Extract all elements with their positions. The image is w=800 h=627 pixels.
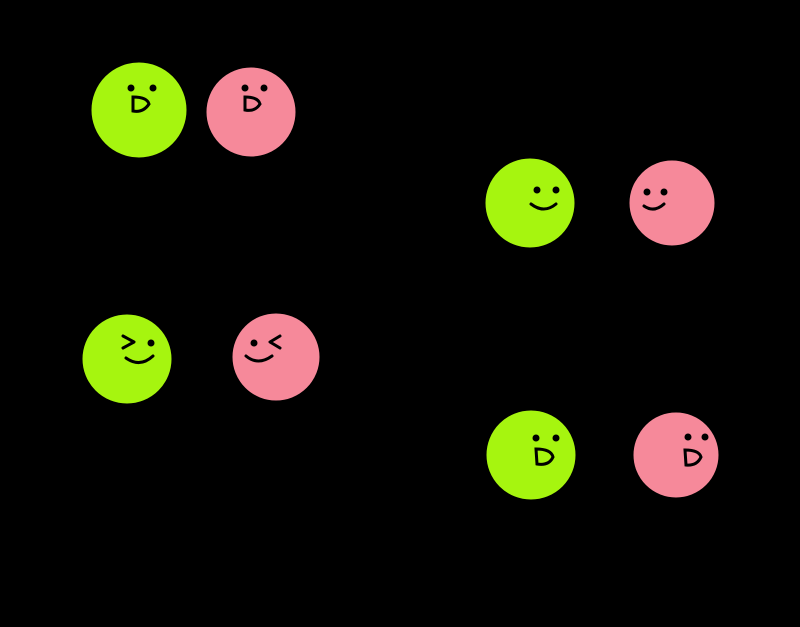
eye-right	[552, 434, 560, 442]
eye-right	[147, 339, 155, 347]
pink-circle	[227, 308, 325, 406]
green-face-bashful	[480, 153, 580, 253]
smile-mouth	[642, 202, 666, 211]
green-circle	[481, 405, 581, 505]
pink-face-wink	[227, 308, 325, 406]
eye-left	[643, 188, 651, 196]
smile-mouth	[244, 354, 274, 363]
open-mouth	[534, 447, 555, 466]
open-mouth	[243, 95, 262, 112]
eye-right	[660, 188, 668, 196]
green-face-wink	[77, 309, 177, 409]
smile-mouth	[529, 202, 558, 211]
eye-left	[684, 433, 692, 441]
eye-left	[127, 84, 135, 92]
caption-wink: wink	[168, 446, 245, 484]
caption-surprise: surprise	[538, 540, 675, 578]
wink-eye	[268, 334, 282, 350]
eye-right	[149, 84, 157, 92]
pair-bashful	[480, 153, 720, 253]
pink-circle	[201, 62, 301, 162]
eye-left	[250, 339, 258, 347]
pair-wink	[77, 308, 325, 409]
smile-mouth	[124, 354, 155, 364]
pink-face-bashful	[624, 155, 720, 251]
caption-bashful: bashful	[532, 284, 656, 322]
eye-left	[532, 434, 540, 442]
eye-right	[260, 84, 268, 92]
pink-face-happy	[201, 62, 301, 162]
pink-face-surprise	[628, 407, 724, 503]
eye-left	[241, 84, 249, 92]
wink-eye	[121, 334, 136, 350]
green-face-surprise	[481, 405, 581, 505]
pair-surprise	[481, 405, 724, 505]
eye-right	[552, 186, 560, 194]
caption-happy: happy	[148, 192, 251, 230]
green-face-happy	[86, 57, 192, 163]
eye-right	[701, 433, 709, 441]
eye-left	[533, 186, 541, 194]
open-mouth	[683, 448, 703, 467]
pink-circle	[628, 407, 724, 503]
open-mouth	[131, 95, 151, 113]
pair-happy	[86, 57, 301, 163]
pink-circle	[624, 155, 720, 251]
